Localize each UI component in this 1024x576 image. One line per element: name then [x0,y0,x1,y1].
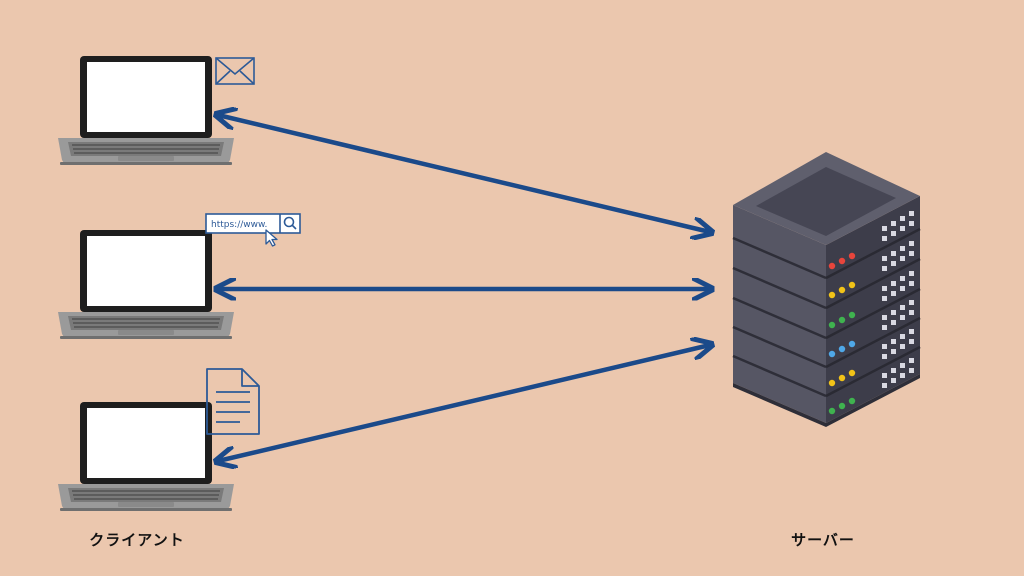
server-leds [828,252,856,415]
server-vents [882,211,914,388]
server-rack-icon [732,152,921,427]
mail-icon [215,57,255,85]
client-laptop-2 [58,230,234,339]
arrow-client3-server [218,345,710,461]
url-search-bar-icon: https://www. [205,213,301,234]
url-text: https://www. [211,220,267,230]
client-label: クライアント [89,531,185,549]
arrow-client1-server [218,115,710,232]
arrows [218,115,710,461]
document-icon [206,368,260,435]
client-laptop-1 [58,56,234,165]
server-label: サーバー [791,531,855,549]
